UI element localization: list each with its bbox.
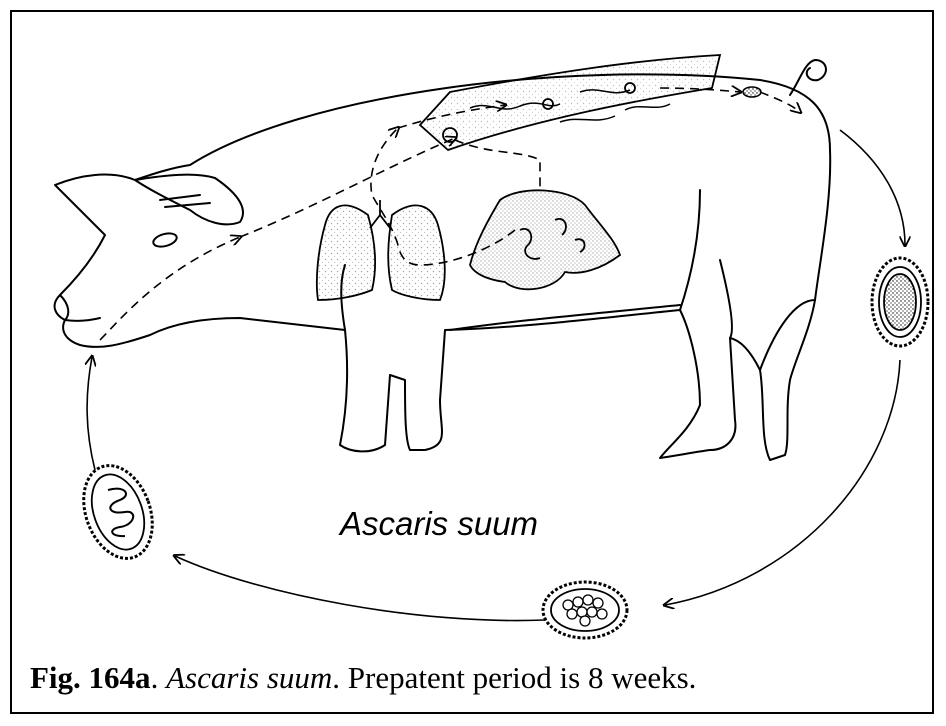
lungs (317, 200, 445, 300)
egg-embryonated-infective (72, 456, 165, 568)
pig-ear (135, 175, 243, 225)
pig-eye (152, 231, 178, 249)
caption-separator: . (151, 660, 167, 695)
caption-species: Ascaris suum (166, 660, 332, 695)
figure-caption: Fig. 164a. Ascaris suum. Prepatent perio… (30, 660, 696, 696)
liver (470, 190, 620, 289)
egg-developing (543, 582, 627, 638)
intestine (420, 55, 720, 150)
worm-in-intestine (743, 87, 761, 97)
egg-unembryonated (872, 258, 928, 346)
figure-number: Fig. 164a (30, 660, 151, 695)
caption-separator-2: . (332, 660, 348, 695)
caption-text: Prepatent period is 8 weeks. (348, 660, 697, 695)
species-label: Ascaris suum (340, 505, 538, 543)
pig-snout (60, 295, 100, 321)
